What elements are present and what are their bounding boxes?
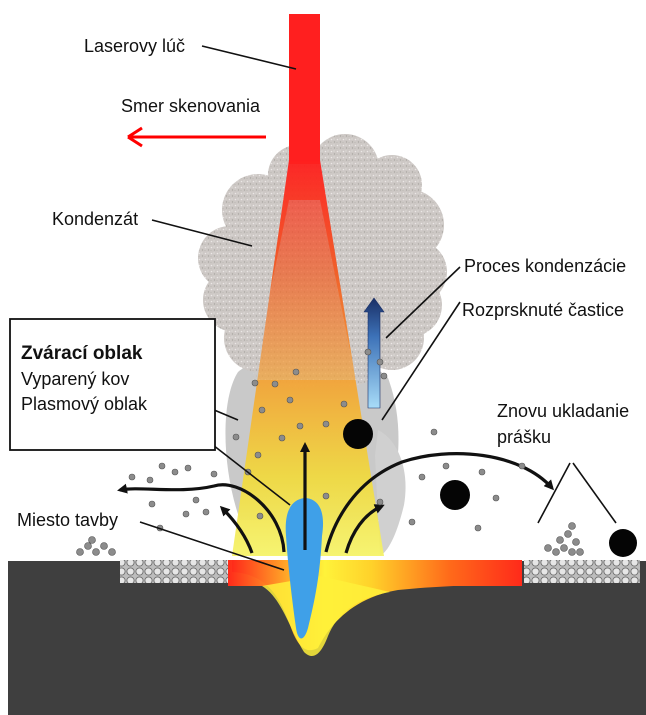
label-spatter-particles: Rozprsknuté častice bbox=[462, 300, 624, 320]
label-condensate: Kondenzát bbox=[52, 209, 138, 229]
label-scan-direction: Smer skenovania bbox=[121, 96, 261, 116]
powder-bed-left bbox=[120, 560, 232, 583]
powder-bed-right bbox=[524, 560, 640, 583]
label-plasma-cloud: Plasmový oblak bbox=[21, 394, 148, 414]
label-condensation-process: Proces kondenzácie bbox=[464, 256, 626, 276]
laser-beam bbox=[289, 14, 320, 164]
label-laser-beam: Laserovy lúč bbox=[84, 36, 185, 56]
label-welding-cloud-title: Zvárací oblak bbox=[21, 343, 143, 364]
label-melt-pool: Miesto tavby bbox=[17, 510, 118, 530]
label-powder-redeposition-line1: Znovu ukladanie bbox=[497, 401, 629, 421]
label-powder-redeposition-line2: prášku bbox=[497, 427, 551, 447]
label-vaporized-metal: Vyparený kov bbox=[21, 369, 129, 389]
